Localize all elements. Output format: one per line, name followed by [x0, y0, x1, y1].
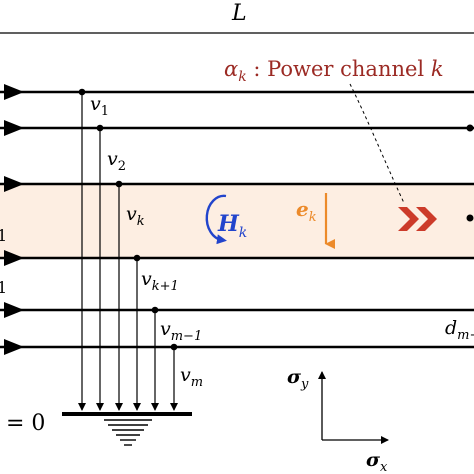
vm-label: vm: [180, 364, 203, 390]
junction-dot: [151, 306, 159, 314]
sigma-x-label: σx: [366, 449, 388, 474]
v2-label: v2: [107, 148, 126, 174]
junction-dot: [96, 124, 104, 132]
junction-dot: [78, 88, 86, 96]
sigma-y-label: σy: [287, 366, 309, 392]
power-flow-chevron-icon: [398, 207, 437, 231]
input-arrow-icon: [4, 339, 24, 355]
junction-dot: [170, 343, 178, 351]
left-edge-mark: 1: [0, 226, 7, 245]
left-edge-mark: 1: [0, 278, 7, 297]
junction-dot: [133, 254, 141, 262]
right-node-dot: [466, 214, 474, 222]
annotation-leader-line: [349, 83, 405, 204]
junction-dot: [115, 180, 123, 188]
rotation-arrow-icon: [205, 194, 227, 245]
h-k-label: Hk: [217, 211, 247, 241]
ground-icon: [62, 412, 192, 446]
input-arrow-icon: [4, 302, 24, 318]
stress-axes: [318, 371, 389, 444]
v1-label: v1: [90, 93, 109, 119]
right-node-dot: [466, 124, 474, 132]
vm1-label: vm−1: [160, 318, 202, 344]
channel-annotation: αk : Power channel k: [224, 57, 444, 85]
e-k-label: ek: [296, 197, 317, 225]
conductor-lines: [0, 84, 474, 355]
power-channel-band: [0, 184, 474, 258]
ground-equation-label: = 0: [6, 411, 45, 436]
input-arrow-icon: [4, 176, 24, 192]
tap-lines: [78, 88, 178, 411]
input-arrow-icon: [4, 250, 24, 266]
vk1-label: vk+1: [141, 268, 179, 294]
right-edge-label: dm−: [445, 317, 474, 343]
input-arrow-icon: [4, 120, 24, 136]
vk-label: vk: [126, 203, 145, 229]
length-label: L: [231, 1, 247, 26]
input-arrow-icon: [4, 84, 24, 100]
